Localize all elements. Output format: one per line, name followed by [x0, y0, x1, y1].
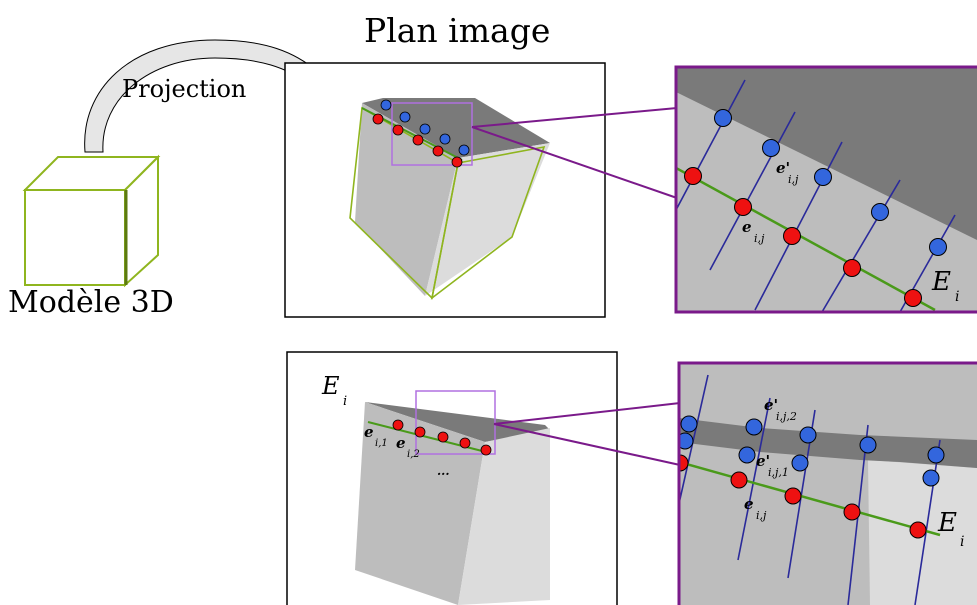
label-Ei-bottom-left: E	[321, 372, 340, 400]
plan-image-panel-top	[284, 62, 606, 318]
projection-label: Projection	[122, 75, 246, 103]
edge-line-bottom	[679, 460, 941, 537]
zoom-frame-top	[674, 65, 977, 314]
label-e-prime-ij1: e'	[756, 452, 770, 470]
label-e-prime-ij2: e'	[764, 396, 778, 414]
label-e-i1-sub: i,1	[375, 438, 388, 449]
zoom-frame-bottom	[677, 361, 977, 605]
label-e-prime-ij-sub-top: i,j	[788, 173, 799, 186]
zoom-panel-top: e' i,j e i,j E i	[674, 65, 977, 314]
label-e-prime-ij1-sub: i,j,1	[768, 466, 789, 479]
zoom-region-bottom	[415, 390, 496, 455]
label-e-prime-ij2-sub: i,j,2	[776, 410, 797, 423]
label-Ei-sub-top: i	[955, 289, 959, 305]
label-Ei-bottom: E	[937, 508, 957, 538]
label-Ei-top: E	[931, 267, 951, 297]
label-e-ij-sub-bottom: i,j	[756, 509, 767, 522]
zoom-region-top	[391, 102, 473, 166]
label-e-ij-bottom: e	[744, 495, 754, 513]
cube-model-3d	[22, 154, 161, 288]
label-e-prime-ij-top: e'	[776, 159, 790, 177]
label-ellipsis: ...	[437, 464, 450, 478]
label-e-i1: e	[364, 423, 374, 441]
label-e-ij-top: e	[742, 218, 752, 236]
zoom-connector-bottom	[493, 402, 681, 466]
label-Ei-sub-bottom-left: i	[343, 394, 347, 409]
zoom-connector-top	[471, 107, 678, 199]
label-e-ij-sub-top: i,j	[754, 232, 765, 245]
model-3d-label: Modèle 3D	[8, 285, 174, 320]
plan-image-title: Plan image	[364, 11, 550, 50]
edge-line-top	[676, 166, 936, 312]
label-Ei-sub-bottom: i	[960, 534, 964, 550]
label-e-i2-sub: i,2	[407, 449, 420, 460]
zoom-panel-bottom: e' i,j,2 e' i,j,1 e i,j E i	[677, 361, 977, 605]
plan-image-panel-bottom: E i e i,1 e i,2 ...	[286, 351, 618, 605]
label-e-i2: e	[396, 434, 406, 452]
